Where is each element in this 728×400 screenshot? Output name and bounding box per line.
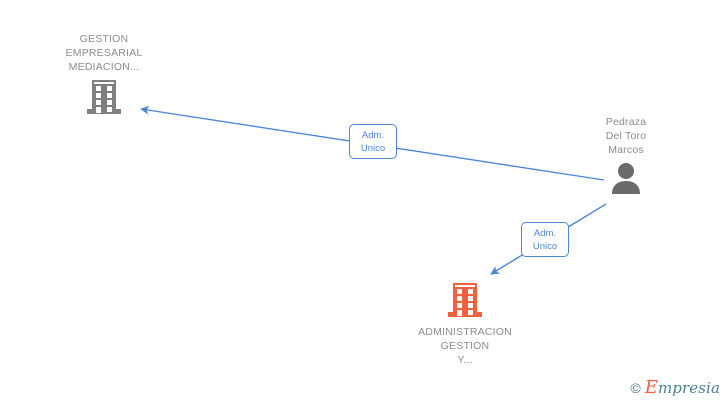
node-gestion-empresarial-label: GESTION EMPRESARIAL MEDIACION... [65,33,143,73]
node-gestion-empresarial[interactable]: GESTION EMPRESARIAL MEDIACION... [29,32,179,118]
node-administracion-label: ADMINISTRACION GESTION Y... [418,326,512,366]
copyright-icon: © [630,380,641,396]
watermark-brand-rest: mpresia [657,379,720,397]
edge-label-adm-unico-1[interactable]: Adm. Unico [349,124,397,159]
building-icon[interactable] [85,78,123,118]
edge-label-line1: Adm. [533,228,557,239]
edge-label-line2: Unico [360,143,386,154]
node-pedraza-del-toro-marcos[interactable]: Pedraza Del Toro Marcos [551,115,701,194]
watermark-brand: Empresia [644,377,720,398]
node-persona-label: Pedraza Del Toro Marcos [605,116,647,156]
building-icon[interactable] [446,281,484,321]
edge-label-line2: Unico [532,241,558,252]
person-icon[interactable] [609,162,643,194]
watermark-empresia: © Empresia [630,377,720,398]
node-administracion-gestion[interactable]: ADMINISTRACION GESTION Y... [390,281,540,367]
edge-label-adm-unico-2[interactable]: Adm. Unico [521,222,569,257]
watermark-brand-initial: E [644,377,658,398]
edge-label-line1: Adm. [361,130,385,141]
